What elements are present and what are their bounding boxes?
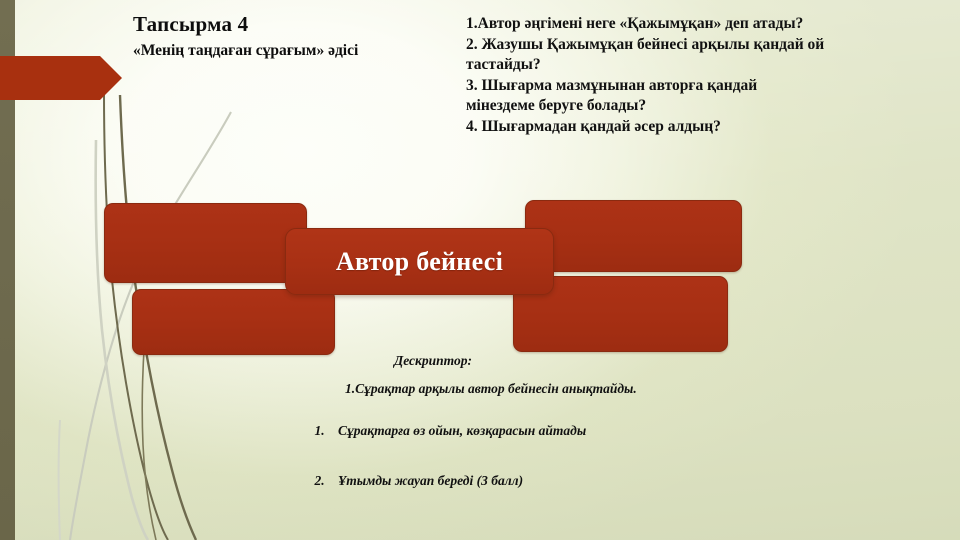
descriptor-item: Ұтымды жауап береді (3 балл) bbox=[328, 473, 748, 489]
descriptor-item: Сұрақтарға өз ойын, көзқарасын айтады bbox=[328, 423, 748, 439]
question-line: 3. Шығарма мазмұнынан авторға қандай bbox=[466, 76, 758, 94]
question-line: мінездеме беруге болады? bbox=[466, 97, 647, 115]
arrow-banner-icon bbox=[0, 56, 122, 100]
diagram-center-label-text: Автор бейнесі bbox=[335, 246, 504, 276]
page-title: Тапсырма 4 bbox=[133, 12, 249, 36]
descriptor-heading: Дескриптор: bbox=[394, 353, 472, 368]
question-line: тастайды? bbox=[466, 56, 541, 74]
question-line: 4. Шығармадан қандай әсер алдың? bbox=[466, 118, 721, 136]
page-subtitle: «Менің таңдаған сұрағым» әдісі bbox=[133, 42, 359, 60]
question-line: 1.Автор әңгімені неге «Қажымұқан» деп ат… bbox=[466, 15, 804, 32]
left-olive-band bbox=[0, 0, 15, 540]
question-list: 1.Автор әңгімені неге «Қажымұқан» деп ат… bbox=[466, 14, 952, 138]
diagram-box-bottom-left[interactable] bbox=[132, 289, 335, 355]
descriptor-item-list: Сұрақтарға өз ойын, көзқарасын айтады Ұт… bbox=[300, 423, 748, 489]
diagram-box-top-right[interactable] bbox=[525, 200, 742, 272]
diagram-box-top-left[interactable] bbox=[104, 203, 307, 283]
title-block: Тапсырма 4 «Менің таңдаған сұрағым» әдіс… bbox=[133, 12, 463, 61]
question-line: 2. Жазушы Қажымұқан бейнесі арқылы қанда… bbox=[466, 35, 825, 53]
diagram-center-label[interactable]: Автор бейнесі bbox=[285, 228, 554, 295]
descriptor-first-line: 1.Сұрақтар арқылы автор бейнесін анықтай… bbox=[345, 381, 637, 396]
